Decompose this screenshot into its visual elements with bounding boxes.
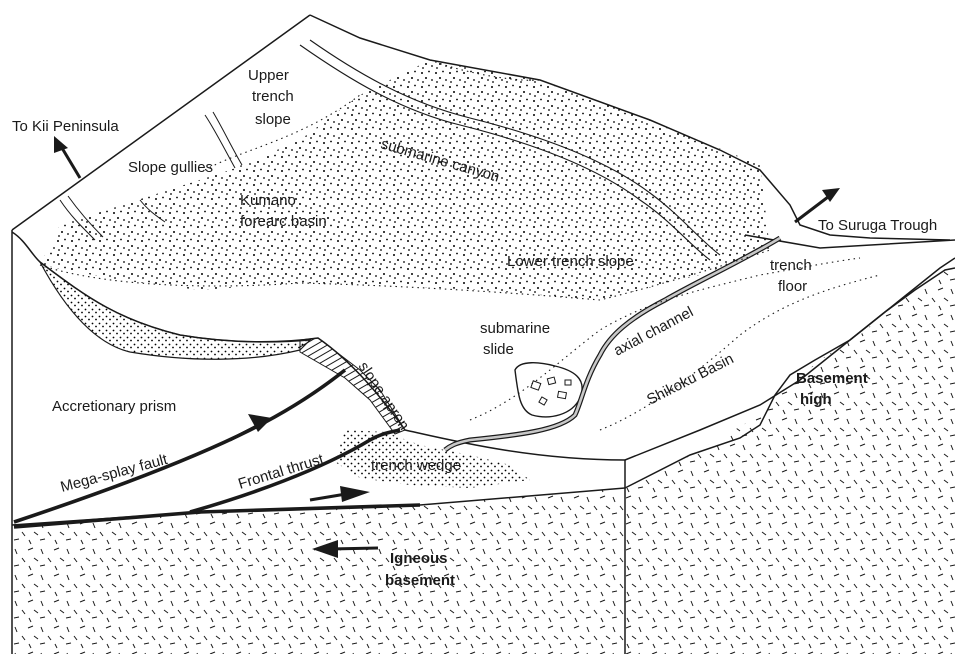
label-slope-gullies: Slope gullies	[128, 159, 213, 176]
label-lower-trench-slope: Lower trench slope	[507, 253, 634, 270]
label-kumano-1: Kumano	[240, 192, 296, 209]
label-to-kii-peninsula: To Kii Peninsula	[12, 118, 119, 135]
label-shikoku-basin: Shikoku Basin	[644, 350, 736, 408]
slope-apron-belt	[300, 338, 405, 434]
submarine-slide-blob	[515, 363, 582, 417]
mega-splay-fault-line	[14, 370, 345, 522]
label-upper-trench-slope-1: Upper	[248, 67, 289, 84]
label-axial-channel: axial channel	[611, 303, 696, 359]
label-basement-high-2: high	[800, 391, 832, 408]
label-to-suruga-trough: To Suruga Trough	[818, 217, 937, 234]
label-submarine-slide-1: submarine	[480, 320, 550, 337]
label-kumano-2: forearc basin	[240, 213, 327, 230]
label-accretionary-prism: Accretionary prism	[52, 398, 176, 415]
label-submarine-slide-2: slide	[483, 341, 514, 358]
label-slope-apron: slope apron	[355, 359, 413, 434]
igneous-basement-face	[12, 488, 625, 654]
label-trench-floor-2: floor	[778, 278, 807, 295]
label-trench-floor-1: trench	[770, 257, 812, 274]
label-igneous-basement-1: Igneous	[390, 550, 448, 567]
label-igneous-basement-2: basement	[385, 572, 455, 589]
label-basement-high-1: Basement	[796, 370, 868, 387]
label-upper-trench-slope-2: trench	[252, 88, 294, 105]
label-frontal-thrust: Frontal thrust	[236, 450, 326, 492]
kii-arrowhead-icon	[54, 136, 68, 153]
label-upper-trench-slope-3: slope	[255, 111, 291, 128]
kii-arrow-shaft	[62, 148, 80, 178]
label-trench-wedge: trench wedge	[371, 457, 461, 474]
